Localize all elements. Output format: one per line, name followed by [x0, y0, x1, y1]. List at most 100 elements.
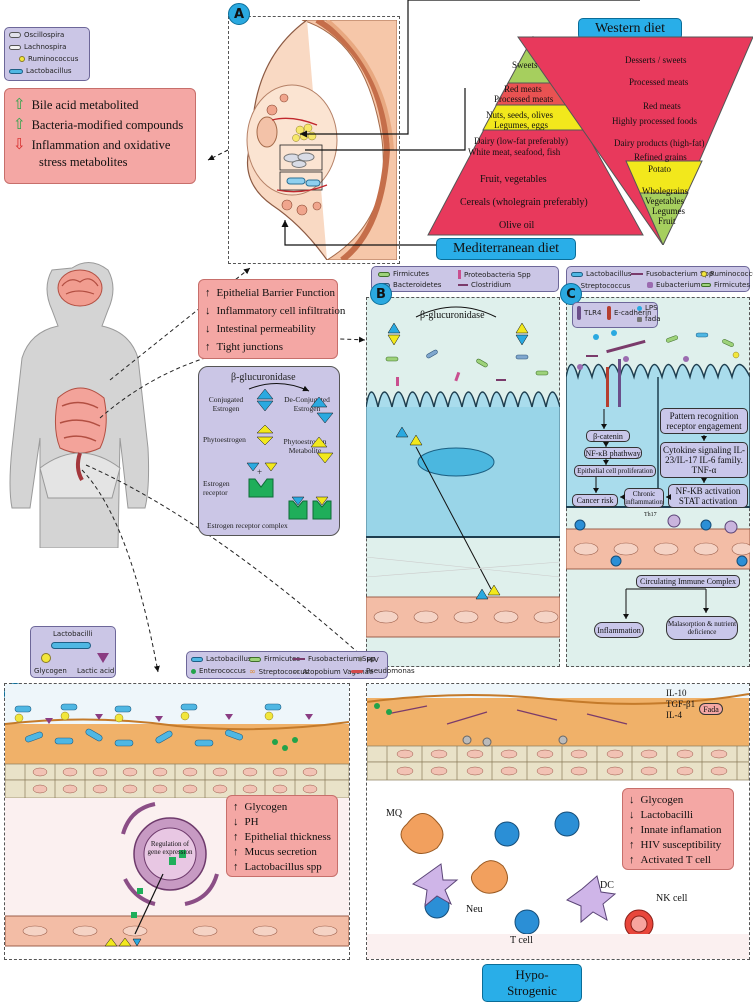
direction-arrow-icon: ↑ — [629, 854, 635, 866]
legend-item-lactobacillus: Lactobacillus — [9, 67, 72, 75]
med-layer-legumes: Legumes, eggs — [494, 120, 548, 130]
estrogen-enzyme-label: β-glucuronidase — [231, 372, 296, 383]
deconjugated-estrogen-label: De-Conjugated Estrogen — [284, 395, 330, 413]
node-malabsorption: Malasorption & nutrient deficience — [666, 616, 738, 640]
med-layer-dairy: Dairy (low-fat preferably) — [474, 136, 568, 146]
direction-arrow-icon: ↓ — [205, 305, 211, 317]
metabolite-inflammation: ⇩ Inflammation and oxidative — [13, 135, 187, 155]
panel-d-effect-row: ↑Lactobacillus spp — [233, 860, 331, 875]
panel-e-effect-row: ↓Glycogen — [629, 793, 727, 808]
legend-label: HIV — [366, 655, 379, 664]
legend-label: Lactobacillus — [26, 67, 72, 75]
node-nfkb-activation: NF-ΚB activation STAT activation — [668, 484, 748, 508]
panel-e-frame — [366, 683, 750, 960]
legend-item-enterococcus: Enterococcus — [191, 667, 246, 675]
panel-a-connectors — [207, 0, 640, 246]
atopobium-icon: ∞ — [293, 667, 300, 676]
barrier-effect-label: Inflammatory cell infiltration — [216, 305, 346, 317]
metabolite-label: Bacteria-modified compounds — [31, 118, 184, 132]
west-layer-wholegrains: Wholegrains — [642, 186, 688, 196]
legend-label: Pseudomonas — [366, 667, 415, 675]
legend-item-firmicutes-c: Firmicutes — [701, 281, 750, 289]
west-layer-red-meats: Red meats — [643, 101, 681, 111]
legend-label: Proteobacteria Spp — [464, 270, 531, 279]
barrier-effect-row: ↑Epithelial Barrier Function — [205, 284, 335, 302]
legend-item-firmicutes-e: Firmicutes — [249, 655, 300, 663]
tlr4-icon — [577, 306, 581, 320]
panel-e-epithelium-illustration — [367, 684, 749, 959]
direction-arrow-icon: ↑ — [629, 824, 635, 836]
legend-e: Lactobacillus Enterococcus Firmicutes ∞S… — [186, 651, 415, 679]
panel-e-effect-row: ↑Innate inflamation — [629, 823, 727, 838]
barrier-effects-box: ↑Epithelial Barrier Function ↓ Inflammato… — [198, 279, 345, 359]
legend-item-streptococcus-e: ∞Streptococcus — [249, 667, 308, 676]
estrogen-receptor-label: Estrogen receptor — [203, 479, 230, 497]
legend-label: Streptococcus — [258, 667, 309, 676]
lactobacillus-icon — [9, 68, 23, 74]
lactobacillus-icon — [51, 642, 91, 649]
legend-item-eubacterium: Eubacterium — [647, 281, 701, 289]
node-pattern-recognition: Pattern recognition receptor engagement — [660, 408, 748, 434]
west-layer-fruit: Fruit — [658, 216, 676, 226]
effect-label: Activated T cell — [640, 854, 711, 866]
legend-item-lactobacillus-c: Lactobacillus — [571, 270, 632, 278]
panel-b-gut-illustration — [366, 306, 560, 638]
panel-e-effect-row: ↑ Activated T cell — [629, 853, 727, 868]
clostridium-icon — [458, 284, 468, 286]
metabolite-label: Inflammation and oxidative — [31, 138, 171, 152]
med-layer-olive-oil: Olive oil — [499, 220, 535, 231]
streptococcus-icon: ∞ — [249, 667, 256, 676]
cytokine-tgfb1: TGF-β1 — [666, 699, 696, 709]
metabolites-box: ⇧ Bile acid metabolited ⇧ Bacteria-modif… — [4, 88, 196, 184]
pseudomonas-icon — [351, 669, 363, 673]
panel-e-effect-row: ↓Lactobacilli — [629, 808, 727, 823]
legend-label: Firmicutes — [393, 270, 429, 278]
legend-d: Lactobacilli Glycogen Lactic acid — [30, 626, 116, 678]
estrogen-symbols — [246, 383, 334, 520]
legend-d-title: Lactobacilli — [53, 630, 93, 638]
panel-c-badge: C — [560, 283, 582, 305]
legend-label: Streptococcus — [580, 281, 631, 290]
node-inflammation: Inflammation — [594, 622, 644, 638]
ruminococcus-icon — [19, 56, 25, 62]
legend-item-fusobacterium-e: Fusobacterium Spp — [293, 655, 375, 663]
legend-item-proteobacteria: Proteobacteria Spp — [458, 270, 531, 279]
enterococcus-icon — [191, 668, 196, 674]
cell-label-mq: MQ — [386, 808, 403, 819]
metabolite-inflammation-cont: stress metabolites — [39, 155, 128, 169]
legend-label: Eubacterium — [656, 281, 701, 289]
legend-label: E-cadherin — [614, 309, 652, 317]
cell-label-neu: Neu — [466, 904, 483, 915]
cytokine-il10: IL-10 — [666, 688, 687, 698]
west-layer-desserts: Desserts / sweets — [625, 55, 687, 65]
med-layer-processed-meats: Processed meats — [494, 94, 554, 104]
direction-arrow-icon: ↓ — [205, 323, 211, 335]
legend-label: Fusobacterium Spp — [308, 655, 376, 663]
panel-d-effect-row: ↑Mucus secretion — [233, 845, 331, 860]
legend-item-ruminococcus-c: Ruminococcus — [701, 270, 753, 278]
legend-label: Ruminococcus — [28, 55, 79, 63]
med-layer-cereals: Cereals (wholegrain preferably) — [460, 197, 588, 208]
fada-icon — [637, 316, 642, 322]
mediterranean-diet-title: Mediterranean diet — [436, 238, 576, 260]
ecadherin-icon — [607, 306, 611, 320]
effect-label: Epithelial thickness — [244, 831, 331, 843]
lachnospira-icon — [9, 44, 21, 50]
med-layer-sweets: Sweets — [512, 60, 538, 70]
legend-label: TLR4 — [584, 309, 602, 317]
effect-label: Lactobacilli — [640, 809, 694, 821]
fusobacterium-icon — [293, 658, 305, 660]
legend-item-ecadherin: E-cadherin — [607, 306, 652, 320]
direction-arrow-icon: ↑ — [233, 831, 239, 843]
panel-a-frame — [228, 16, 400, 264]
metabolite-bacteria-modified: ⇧ Bacteria-modified compounds — [13, 115, 187, 135]
legend-label: Oscillospira — [24, 31, 65, 39]
firmicutes-icon — [378, 271, 390, 277]
effect-label: HIV susceptibility — [640, 839, 722, 851]
legend-label: Firmicutes — [714, 281, 750, 289]
med-layer-red-meats: Red meats — [504, 84, 542, 94]
panel-d-frame — [4, 683, 350, 960]
west-layer-dairy-high-fat: Dairy products (high-fat) — [614, 138, 705, 148]
legend-d-glycogen: Glycogen — [34, 667, 67, 675]
th17-label: Th17 — [644, 512, 657, 518]
